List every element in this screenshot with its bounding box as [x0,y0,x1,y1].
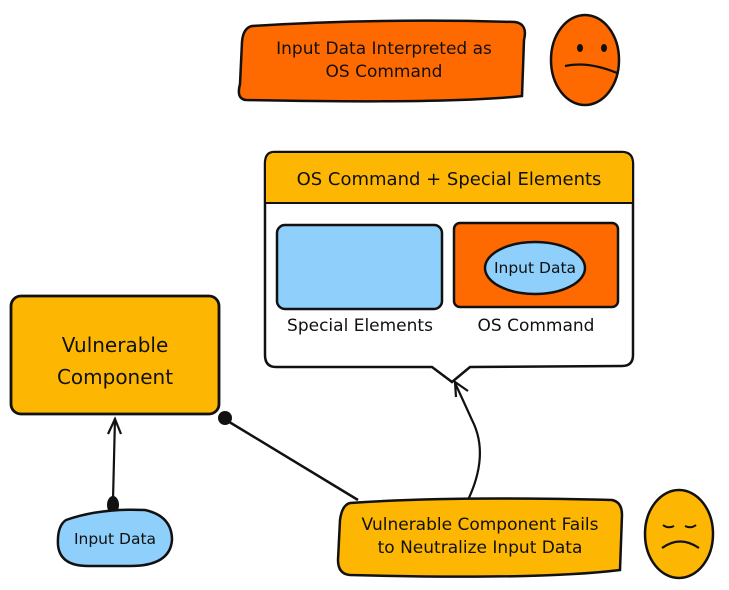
sad-face-icon [643,488,715,580]
top-callout-shape [237,19,527,103]
vulnerable-component-line1: Vulnerable [61,333,169,357]
input-data-label: Input Data [73,530,157,548]
frowning-face-icon [549,13,621,107]
input-data-blob [56,508,174,568]
failure-to-command-arrow [453,379,481,503]
top-callout-line1: Input Data Interpreted as [276,39,492,59]
bottom-callout-shape [336,497,624,578]
component-to-failure-connector [218,411,359,502]
special-elements-box [275,223,444,311]
vulnerable-component-line2: Component [56,365,174,389]
vulnerable-component-label: Vulnerable Component [11,329,219,393]
command-panel-header [266,153,632,203]
command-panel-frame [263,150,635,384]
special-elements-label: Special Elements [287,316,433,336]
vulnerable-component-box [9,294,221,416]
command-panel-title: OS Command + Special Elements [296,169,602,190]
inner-input-data-blob [483,240,587,296]
top-callout-text: Input Data Interpreted as OS Command [245,38,523,84]
inner-input-data-label: Input Data [493,259,577,277]
os-command-label: OS Command [477,316,595,336]
bottom-callout-line2: to Neutralize Input Data [377,538,583,558]
input-to-component-arrow [107,416,123,514]
bottom-callout-line1: Vulnerable Component Fails [361,515,599,535]
bottom-callout-text: Vulnerable Component Fails to Neutralize… [340,514,620,560]
top-callout-line2: OS Command [325,62,443,82]
